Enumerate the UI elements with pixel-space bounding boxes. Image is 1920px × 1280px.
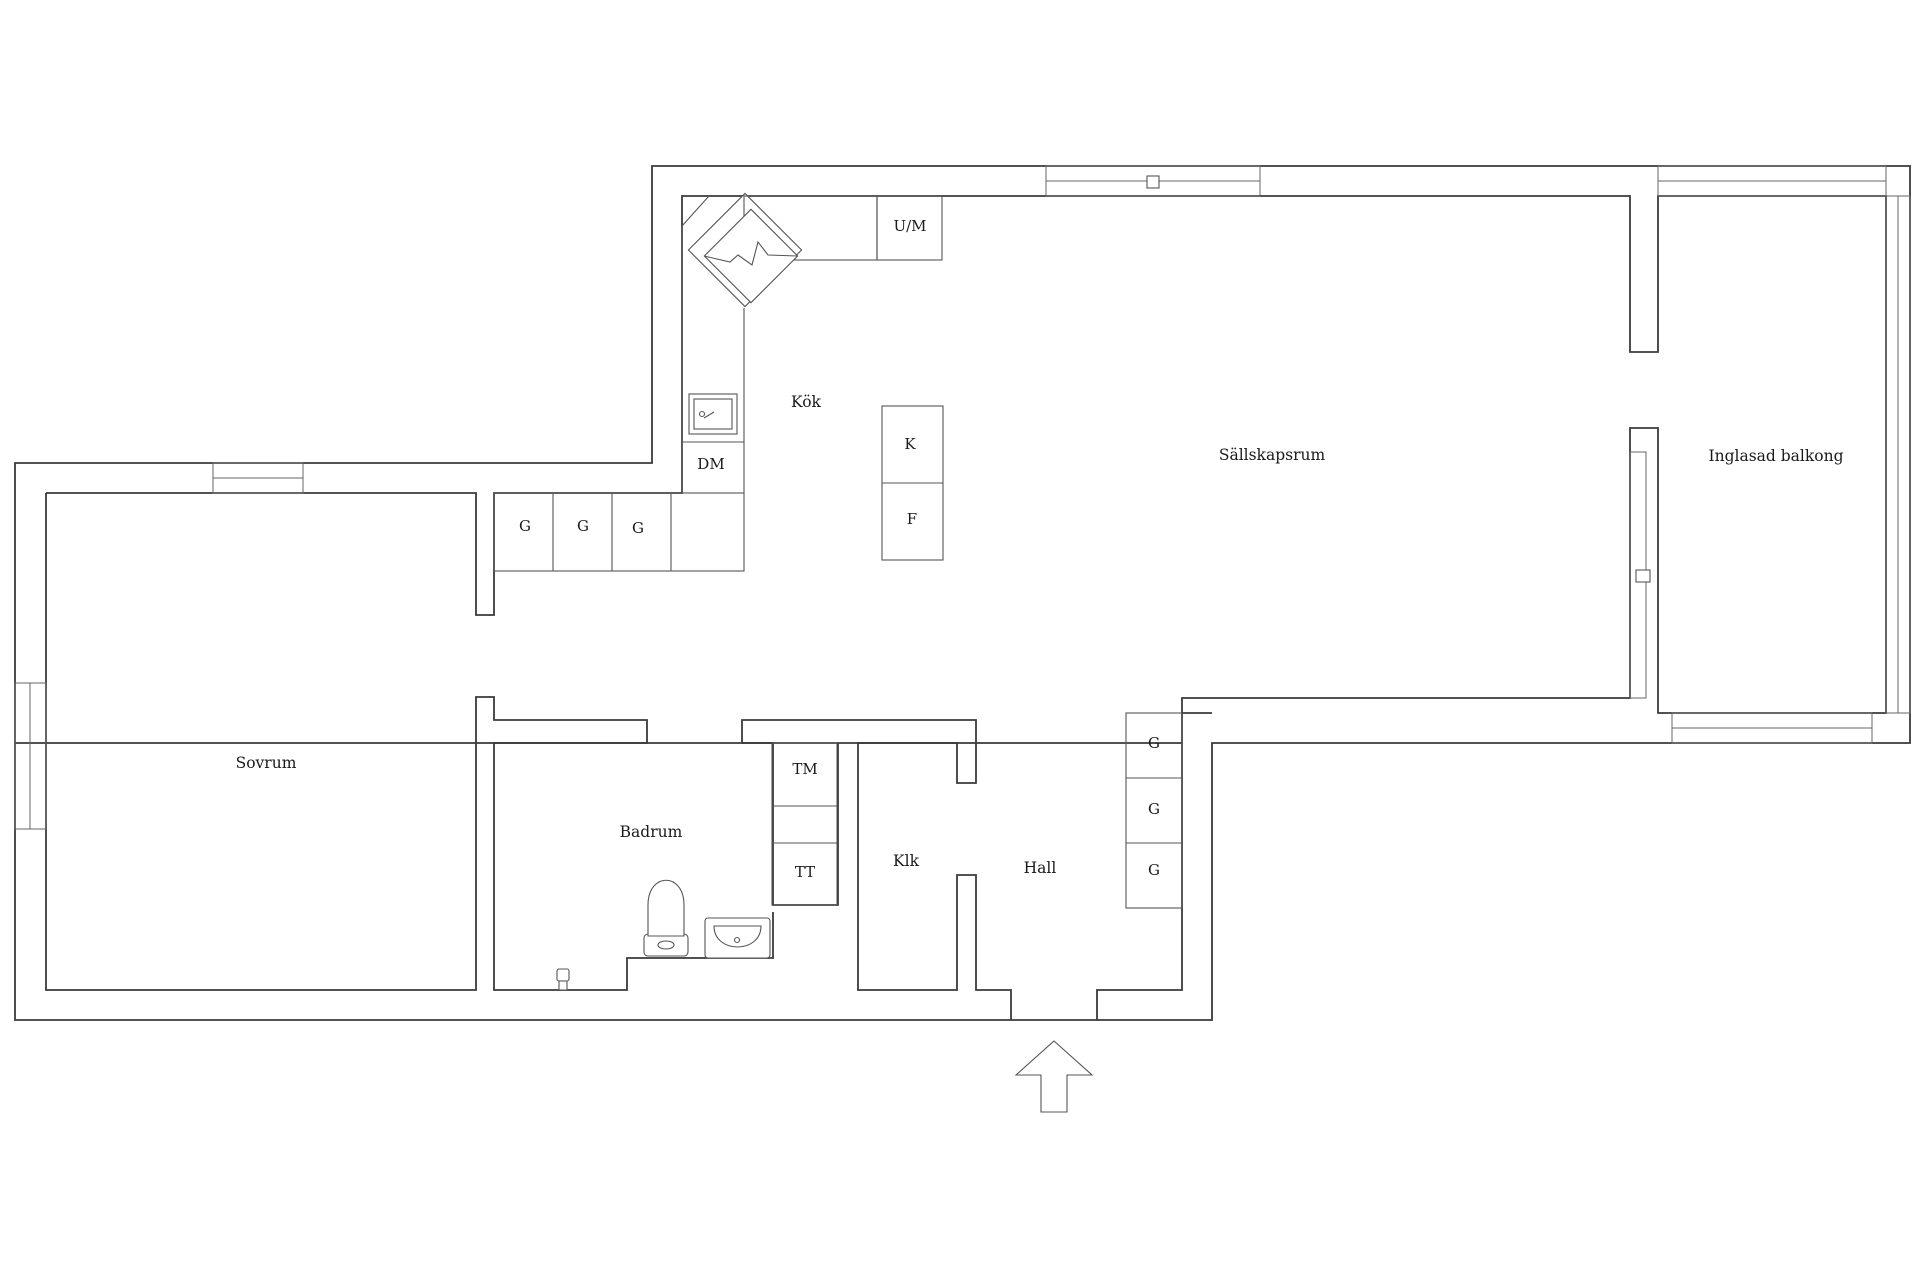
label-wardrobe-4: G [1148,734,1160,752]
label-washing-machine: TM [792,760,817,778]
floor-drain-icon [556,968,570,991]
label-wardrobe-1: G [519,517,531,535]
label-hall: Hall [1024,859,1057,877]
label-kitchen: Kök [791,393,821,411]
sink-icon [688,393,738,435]
label-closet: Klk [893,852,920,870]
label-dishwasher: DM [697,455,724,473]
label-balcony: Inglasad balkong [1708,447,1843,465]
label-wardrobe-2: G [577,517,589,535]
label-living-room: Sällskapsrum [1219,446,1326,464]
windows [14,165,1911,830]
label-fridge: K [904,435,916,453]
washbasin-icon [704,917,771,959]
entrance-arrow-icon [1014,1040,1094,1113]
outer-walls [14,165,1911,1021]
label-bedroom: Sovrum [236,754,297,772]
label-bathroom: Badrum [620,823,683,841]
label-wardrobe-5: G [1148,800,1160,818]
toilet-icon [643,879,689,957]
label-wardrobe-3: G [632,519,644,537]
label-oven-microwave: U/M [893,217,926,235]
stove-icon [703,208,799,304]
label-freezer: F [907,510,917,528]
label-wardrobe-6: G [1148,861,1160,879]
interior-walls [45,493,1183,1020]
label-dryer: TT [795,863,815,881]
